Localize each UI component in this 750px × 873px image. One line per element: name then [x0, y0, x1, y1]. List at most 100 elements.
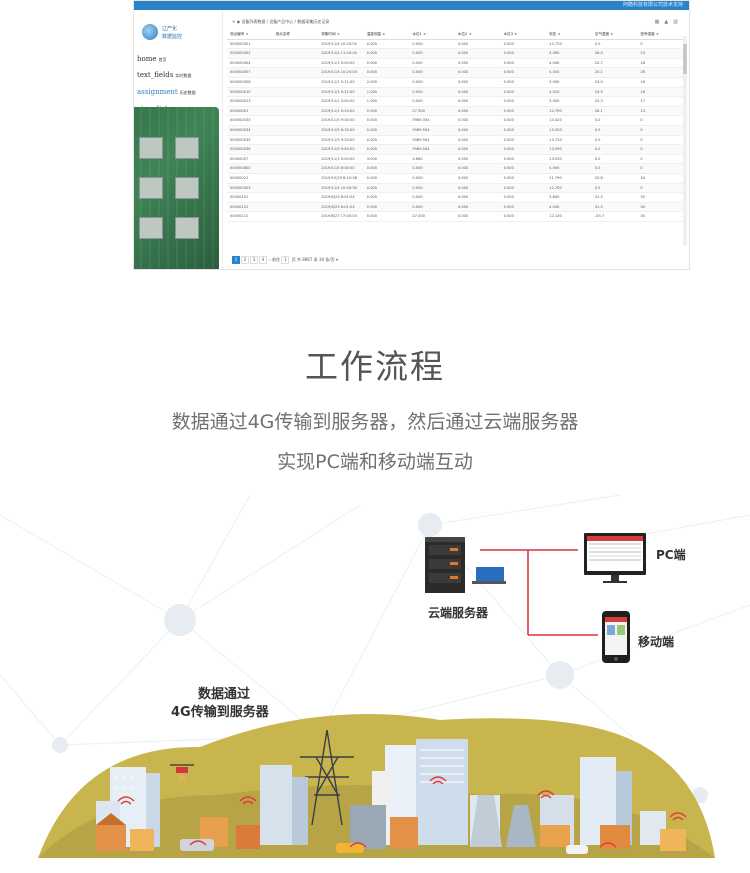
table-cell: 0.000: [409, 202, 455, 213]
table-cell: 2019/11/4 10:20:00: [318, 39, 364, 50]
table-cell: 2019/10/29 8:10:36: [318, 173, 364, 184]
table-cell: 20.8: [591, 173, 638, 184]
lock-icon[interactable]: ▲: [664, 19, 674, 25]
eye-icon[interactable]: ◉: [236, 19, 241, 24]
table-cell: 2019/11/1 0:21:00: [318, 77, 364, 88]
scrollbar-thumb[interactable]: [683, 44, 687, 74]
page-button[interactable]: 1: [232, 256, 240, 264]
page-button[interactable]: 2: [241, 256, 249, 264]
goto-input[interactable]: 1: [281, 256, 290, 264]
table-cell: 0.000: [454, 106, 501, 117]
column-header[interactable]: 水位3 ≑: [500, 30, 547, 40]
table-cell: 0.000: [454, 173, 501, 184]
table-cell: 2019/6/29 8:01:04: [318, 192, 364, 203]
table-cell: 3.840: [546, 192, 592, 203]
table-cell: 18: [637, 58, 683, 69]
table-cell: 12.720: [546, 39, 592, 50]
table-cell: 26.1: [591, 106, 638, 117]
column-header[interactable]: 电压 ≑: [546, 30, 592, 40]
logo-line2: 数据监控: [162, 34, 183, 40]
table-cell: 4.010: [546, 87, 592, 98]
columns-icon[interactable]: ▥: [673, 19, 683, 25]
table-cell: 34: [637, 173, 683, 184]
table-cell: 0.000: [454, 77, 501, 88]
page-button[interactable]: 3: [250, 256, 258, 264]
table-cell: 1.000: [363, 96, 410, 107]
table-cell: 0: [637, 125, 683, 136]
next-page-button[interactable]: ›: [269, 257, 271, 262]
table-cell: 000000035: [227, 135, 273, 146]
column-header[interactable]: 测点名称: [272, 30, 319, 40]
scrollbar[interactable]: [683, 36, 687, 246]
table-cell: 00000111: [227, 211, 273, 222]
column-header[interactable]: 信号强度 ≑: [637, 30, 683, 40]
column-header[interactable]: 水位2 ≑: [454, 30, 501, 40]
per-page-select[interactable]: 30 条/页: [319, 257, 335, 262]
column-header[interactable]: 测点编号 ≑: [227, 30, 273, 40]
city-buildings: [96, 739, 666, 847]
table-cell: 5989.504: [409, 144, 455, 155]
table-cell: 0.000: [409, 192, 455, 203]
table-cell: 4.030: [546, 67, 592, 78]
table-cell: [272, 58, 319, 69]
table-cell: [272, 154, 319, 165]
sidebar-item-label: home: [137, 55, 157, 63]
table-cell: 0.000: [363, 115, 410, 126]
column-header[interactable]: 空气湿度 ≑: [591, 30, 638, 40]
sidebar-item-cn: 首页: [158, 57, 167, 62]
table-title: 设备列表数据 / 设备产品中心 / 数据采集历史记录: [241, 19, 330, 24]
table-cell: 18: [637, 87, 683, 98]
chevron-down-icon[interactable]: ▾: [336, 257, 339, 262]
chip: [175, 177, 199, 199]
table-cell: 3.930: [546, 77, 592, 88]
table-cell: 0.000: [363, 144, 410, 155]
column-header[interactable]: 水位1 ≑: [409, 30, 455, 40]
table-cell: 0.000: [363, 106, 410, 117]
table-cell: 3.900: [546, 96, 592, 107]
table-cell: 0: [637, 154, 683, 165]
table-cell: 2019/11/5 9:40:00: [318, 144, 364, 155]
column-header[interactable]: 温度测量 ≑: [363, 30, 410, 40]
column-header[interactable]: 采集时间 ≑: [318, 30, 364, 40]
section-description-line1: 数据通过4G传输到服务器，然后通过云端服务器: [171, 411, 579, 433]
grid-icon[interactable]: ▦: [654, 19, 665, 25]
table-cell: 2019/11/1 0:00:00: [318, 58, 364, 69]
table-cell: 000000003: [227, 183, 273, 194]
table-cell: 0.000: [500, 163, 547, 174]
table-cell: 4.660: [409, 154, 455, 165]
close-icon[interactable]: ✕: [232, 19, 236, 24]
table-cell: 2.000: [363, 77, 410, 88]
table-cell: 24.5: [591, 87, 638, 98]
table-cell: 0.000: [363, 125, 410, 136]
table-cell: 0.000: [500, 192, 547, 203]
table-cell: 4.040: [546, 58, 592, 69]
page-button[interactable]: 4: [259, 256, 267, 264]
table-cell: 25.3: [591, 96, 638, 107]
table-cell: 0.000: [409, 173, 455, 184]
server-rack-icon: [425, 537, 506, 593]
table-cell: [272, 211, 319, 222]
